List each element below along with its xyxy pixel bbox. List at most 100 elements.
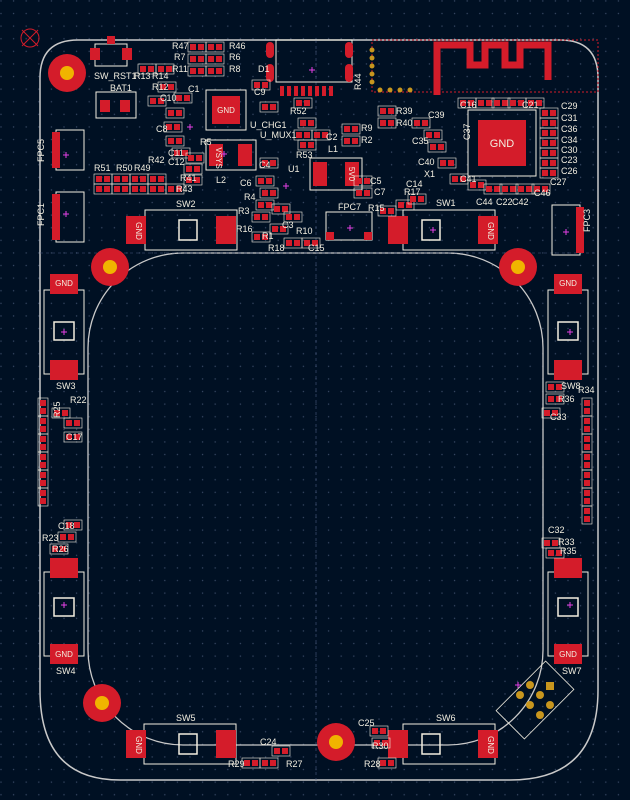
ref-c8: C8 [156, 124, 168, 134]
ref-c18: C18 [58, 521, 75, 531]
ref-c2: C2 [326, 132, 338, 142]
passive-pad-pair [259, 757, 279, 769]
mounting-hole-icon [317, 723, 355, 761]
passive-pad-pair [293, 97, 313, 109]
ref-fpc1: FPC1 [36, 203, 46, 226]
sw8-switch: GND [547, 274, 589, 380]
passive-pad-pair [63, 519, 83, 531]
ref-r10: R10 [296, 226, 313, 236]
origin-marker-icon [430, 227, 436, 233]
passive-pad-pair [467, 179, 487, 191]
passive-pad-pair [341, 135, 361, 147]
ref-c36: C36 [561, 124, 578, 134]
ref-r27: R27 [286, 759, 303, 769]
passive-pad-pair [155, 63, 175, 75]
ref-r11: R11 [172, 64, 188, 74]
passive-pad-pair [37, 487, 49, 507]
debug-header [495, 660, 575, 740]
ref-r4: R4 [244, 192, 256, 202]
origin-marker-icon [221, 151, 227, 157]
ref-r2: R2 [361, 135, 373, 145]
ref-c9: C9 [254, 87, 266, 97]
passive-pad-pair [427, 141, 447, 153]
ref-c16: C16 [460, 100, 477, 110]
gnd-label: GND [559, 279, 577, 288]
passive-pad-pair [377, 105, 397, 117]
passive-pad-pair [377, 117, 397, 129]
ref-c42: C42 [512, 197, 529, 207]
passive-pad-pair [57, 531, 77, 543]
ref-r7: R7 [174, 52, 186, 62]
passive-pad-pair [147, 95, 167, 107]
ref-c5: C5 [370, 176, 382, 186]
passive-pad-pair [297, 117, 317, 129]
ref-sw-rst1: SW_RST1 [94, 71, 137, 81]
passive-pad-pair [255, 175, 275, 187]
fpc1-connector [52, 191, 85, 243]
passive-pad-pair [251, 211, 271, 223]
ref-bat1: BAT1 [110, 83, 132, 93]
vsys-label: VSYS [214, 147, 223, 168]
sw5-switch: GND [126, 723, 237, 765]
ref-c35: C35 [412, 136, 429, 146]
sw1-switch: GND [388, 209, 498, 251]
passive-pad-pair [49, 543, 69, 555]
passive-pad-pair [283, 211, 303, 223]
ref-c40: C40 [418, 157, 435, 167]
ref-r15: R15 [368, 203, 385, 213]
passive-pad-pair [301, 237, 321, 249]
passive-pad-pair [371, 737, 391, 749]
passive-pad-pair [545, 393, 565, 405]
fpc3-connector [551, 204, 584, 256]
passive-pad-pair [173, 92, 193, 104]
ref-c1: C1 [188, 84, 200, 94]
passive-pad-pair [377, 757, 397, 769]
passive-pad-pair [183, 174, 203, 186]
passive-pad-pair [63, 431, 83, 443]
ref-r52: R52 [290, 106, 307, 116]
passive-pad-pair [63, 417, 83, 429]
passive-pad-pair [165, 135, 185, 147]
ref-r23: R23 [42, 533, 59, 543]
passive-pad-pair [449, 173, 469, 185]
ref-fpc3: FPC3 [582, 209, 592, 232]
origin-marker-icon [61, 329, 67, 335]
ref-r30: R30 [372, 741, 389, 751]
ref-r34: R34 [578, 385, 595, 395]
ref-r35: R35 [560, 546, 577, 556]
gnd-label: GND [134, 736, 143, 754]
5v0-label: 5V0 [347, 167, 356, 182]
ref-sw5: SW5 [176, 713, 196, 723]
ref-c30: C30 [561, 145, 578, 155]
ref-r17: R17 [404, 187, 421, 197]
passive-pad-pair [205, 53, 225, 65]
ref-r40: R40 [396, 118, 413, 128]
origin-marker-icon [283, 183, 289, 189]
passive-components [37, 41, 593, 769]
ref-sw3: SW3 [56, 381, 76, 391]
passive-pad-pair [531, 183, 551, 195]
mounting-hole-icon [499, 248, 537, 286]
passive-pad-pair [407, 193, 427, 205]
passive-pad-pair [581, 505, 593, 525]
ref-c3: C3 [282, 220, 294, 230]
ref-sw1: SW1 [436, 198, 456, 208]
ref-c14: C14 [406, 179, 423, 189]
ref-r43: R43 [176, 184, 193, 194]
origin-marker-icon [567, 329, 573, 335]
passive-pad-pair [411, 117, 431, 129]
ref-r3: R3 [238, 206, 250, 216]
passive-pad-pair [437, 157, 457, 169]
reset-switch [90, 36, 132, 67]
5v0-inductor: 5V0 [309, 157, 363, 191]
ref-sw4: SW4 [56, 666, 76, 676]
passive-pad-pair [251, 231, 271, 243]
passive-pad-pair [353, 175, 373, 187]
ref-r13: R13 [134, 71, 151, 81]
passive-pad-pair [163, 121, 183, 133]
gnd-label: GND [134, 222, 143, 240]
mounting-hole-icon [48, 54, 86, 92]
passive-pad-pair [259, 157, 279, 169]
passive-pad-pair [525, 97, 545, 109]
